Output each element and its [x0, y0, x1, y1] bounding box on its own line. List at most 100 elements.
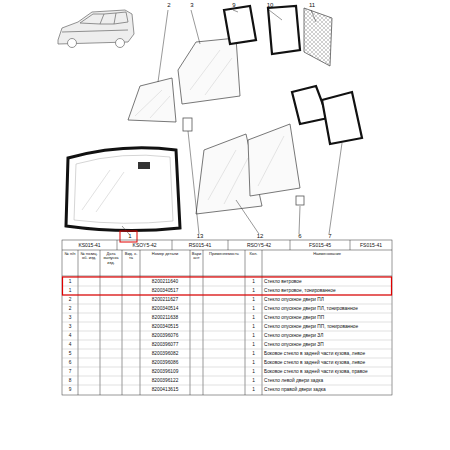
quantity: 1: [245, 277, 262, 286]
small-glass: [183, 118, 192, 131]
column-header: Вари ант: [190, 252, 203, 261]
side-glass: [322, 92, 362, 144]
quantity: 1: [245, 349, 262, 358]
row-number: 4: [62, 340, 78, 349]
row-number: 3: [62, 313, 78, 322]
column-header: № позиц. об. изд.: [78, 252, 100, 261]
column-header: Применяемость: [203, 252, 245, 256]
variant-code: KS015-41: [62, 241, 117, 249]
part-number: 8200340517: [140, 286, 190, 295]
row-line: [62, 349, 392, 350]
row-number: 2: [62, 295, 78, 304]
part-number: 8200396076: [140, 331, 190, 340]
row-number: 4: [62, 331, 78, 340]
column-header: Кол.: [245, 252, 262, 256]
part-name: Стекло ветровое, тонированное: [262, 286, 392, 295]
door-glass: [128, 78, 176, 122]
callout-number: 9: [229, 2, 239, 9]
row-line: [62, 313, 392, 314]
row-line: [62, 340, 392, 341]
quantity: 1: [245, 367, 262, 376]
small-glass: [296, 196, 304, 205]
row-number: 8: [62, 376, 78, 385]
part-name: Стекло опускное двери ПЛ: [262, 295, 392, 304]
part-name: Стекло ветровое: [262, 277, 392, 286]
part-number: 8200340514: [140, 304, 190, 313]
column-header: Дата выпуска изд.: [100, 252, 122, 265]
heated-glass: [304, 8, 332, 66]
highlight-box: [120, 231, 137, 242]
quarter-glass: [224, 6, 256, 44]
callout-number: 13: [195, 232, 205, 240]
part-number: 8200211627: [140, 295, 190, 304]
part-number: 8200211640: [140, 277, 190, 286]
row-number: 1: [62, 286, 78, 295]
part-name: Стекло опускное двери ПП, тонированное: [262, 322, 392, 331]
callout-number: 7: [325, 232, 335, 240]
variant-code: FS015-41: [350, 241, 392, 249]
part-name: Боковое стекло в задней части кузова, ле…: [262, 358, 392, 367]
row-number: 1: [62, 277, 78, 286]
quantity: 1: [245, 385, 262, 394]
row-line: [62, 304, 392, 305]
part-name: Стекло опускное двери ЗП: [262, 340, 392, 349]
part-name: Стекло левой двери задка: [262, 376, 392, 385]
part-name: Боковое стекло в задней части кузова, ле…: [262, 349, 392, 358]
quantity: 1: [245, 286, 262, 295]
part-number: 8200340515: [140, 322, 190, 331]
column-header: № п/п: [62, 252, 78, 256]
row-lines: [62, 286, 392, 385]
part-name: Боковое стекло в задней части кузова, пр…: [262, 367, 392, 376]
table-grid: [62, 240, 392, 395]
quantity: 1: [245, 331, 262, 340]
quantity: 1: [245, 322, 262, 331]
row-line: [62, 286, 392, 287]
callout-number: 2: [164, 2, 174, 9]
car-sketch: [58, 10, 134, 48]
quarter-glass: [268, 6, 300, 54]
callout-number: 12: [255, 232, 265, 240]
row-line: [62, 367, 392, 368]
callout-number: 1: [125, 232, 135, 240]
quantity: 1: [245, 376, 262, 385]
variant-code: RSOY5-42: [228, 241, 290, 249]
highlight-box: [63, 277, 392, 295]
door-glass: [248, 124, 300, 196]
row-number: 9: [62, 385, 78, 394]
column-header: Номер детали: [140, 252, 190, 256]
quantity: 1: [245, 340, 262, 349]
part-number: 8200396082: [140, 349, 190, 358]
part-number: 8200396086: [140, 358, 190, 367]
leader-line: [122, 10, 342, 234]
callout-number: 10: [265, 2, 275, 9]
column-header: Вид. к-та: [122, 252, 140, 261]
variant-code: RS015-41: [172, 241, 228, 249]
row-line: [62, 385, 392, 386]
row-number: 5: [62, 349, 78, 358]
column-header: Наименование: [262, 252, 392, 256]
row-number: 3: [62, 322, 78, 331]
row-number: 2: [62, 304, 78, 313]
windshield: [66, 148, 180, 231]
callout-number: 11: [307, 2, 317, 9]
part-number: 8200413615: [140, 385, 190, 394]
part-name: Стекло опускное двери ЗЛ: [262, 331, 392, 340]
row-number: 7: [62, 367, 78, 376]
quantity: 1: [245, 295, 262, 304]
row-line: [62, 376, 392, 377]
part-number: 8200396109: [140, 367, 190, 376]
row-number: 6: [62, 358, 78, 367]
variant-code: FS015-45: [290, 241, 350, 249]
part-name: Стекло опускное двери ПП: [262, 313, 392, 322]
variant-code: KSOY5-42: [117, 241, 172, 249]
part-number: 8200396077: [140, 340, 190, 349]
callout-number: 6: [295, 232, 305, 240]
quantity: 1: [245, 313, 262, 322]
part-name: Стекло опускное двери ПЛ, тонированное: [262, 304, 392, 313]
row-line: [62, 331, 392, 332]
part-number: 8200211638: [140, 313, 190, 322]
part-number: 8200396122: [140, 376, 190, 385]
door-glass: [178, 38, 240, 104]
